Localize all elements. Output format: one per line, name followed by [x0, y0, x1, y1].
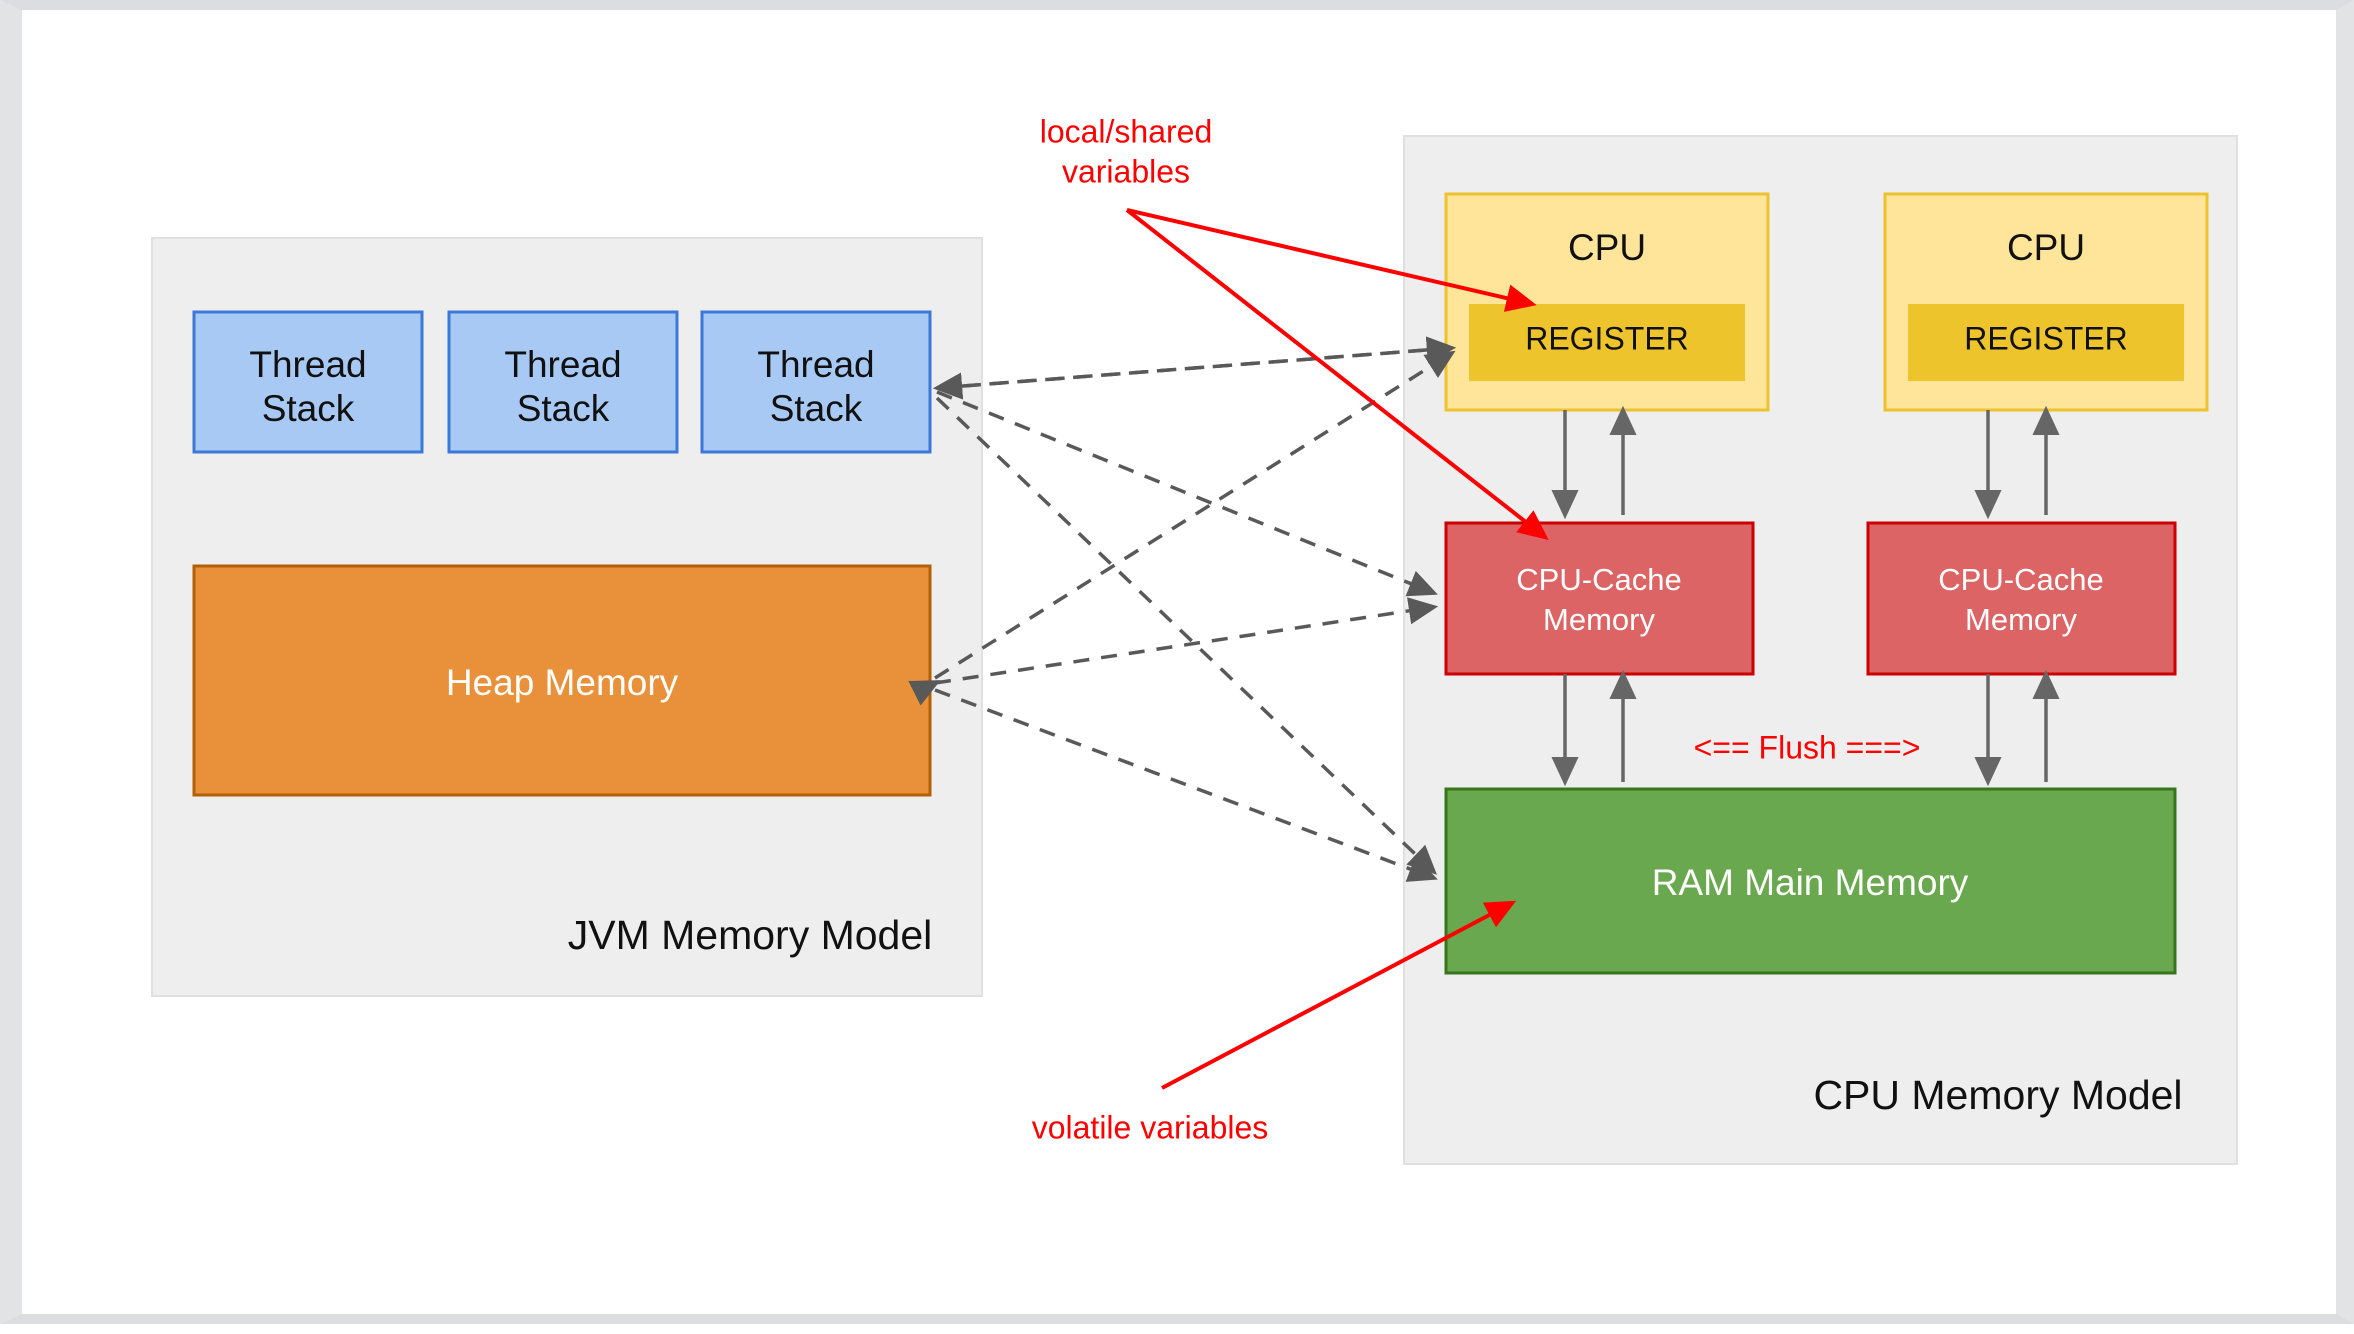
thread-stack-3-label-line1: Thread	[757, 344, 874, 385]
jvm-panel-title: JVM Memory Model	[568, 912, 933, 958]
thread-stack-1[interactable]: Thread Stack	[192, 310, 424, 454]
cpu-memory-model-panel: CPU REGISTER CPU REGISTER CPU-Cache Memo…	[1403, 135, 2238, 1165]
cpu-2-register-box[interactable]	[1908, 304, 2184, 381]
volatile-variables-label: volatile variables	[1032, 1109, 1269, 1145]
cpu-cache-2-box[interactable]	[1866, 521, 2177, 676]
cpu-2-register-label: REGISTER	[1964, 320, 2128, 356]
cpu-cache-1[interactable]: CPU-Cache Memory	[1444, 521, 1755, 676]
cpu-cache-1-box[interactable]	[1444, 521, 1755, 676]
arrow-thread-stack-to-ram	[935, 396, 1438, 875]
arrow-heap-to-register	[934, 350, 1456, 680]
arrow-local-shared-to-register	[1126, 208, 1537, 312]
arrow-local-shared-to-cache	[1125, 208, 1549, 540]
cpu-1-title: CPU	[1568, 227, 1646, 268]
ram-main-memory[interactable]: RAM Main Memory	[1444, 787, 2177, 975]
cpu-cache-1-label-line2: Memory	[1543, 602, 1655, 637]
arrow-volatile-to-ram	[1161, 900, 1517, 1090]
heap-memory-label: Heap Memory	[446, 662, 679, 703]
cpu-1-register-box[interactable]	[1469, 304, 1745, 381]
thread-stack-2-label-line2: Stack	[517, 388, 610, 429]
ram-main-memory-label: RAM Main Memory	[1652, 862, 1969, 903]
cpu2-cache-ram-arrows	[1974, 669, 2060, 787]
local-shared-variables-label-line1: local/shared	[1040, 113, 1213, 149]
cpu-2[interactable]: CPU REGISTER	[1883, 192, 2209, 412]
cpu2-register-cache-arrows	[1974, 405, 2060, 520]
thread-stack-2-box[interactable]	[447, 310, 679, 454]
cpu-cache-2[interactable]: CPU-Cache Memory	[1866, 521, 2177, 676]
local-shared-variables-label-line2: variables	[1062, 153, 1190, 189]
cpu-1[interactable]: CPU REGISTER	[1444, 192, 1770, 412]
thread-stack-1-label-line1: Thread	[249, 344, 366, 385]
jvm-memory-model-panel: Thread Stack Thread Stack Thread Stack H…	[151, 237, 983, 997]
thread-stack-1-box[interactable]	[192, 310, 424, 454]
thread-stack-3-box[interactable]	[700, 310, 932, 454]
arrow-heap-inbound-head	[908, 680, 941, 706]
heap-memory-box[interactable]	[192, 564, 932, 797]
jvm-cpu-dashed-links	[908, 336, 1457, 882]
memory-model-diagram: Thread Stack Thread Stack Thread Stack H…	[151, 113, 2238, 1165]
thread-stack-2-label-line1: Thread	[504, 344, 621, 385]
local-shared-variables-annotation: local/shared variables	[1040, 113, 1549, 540]
arrow-register-to-thread-stack	[932, 346, 1453, 400]
cpu1-register-cache-arrows	[1551, 405, 1637, 520]
thread-stack-3[interactable]: Thread Stack	[700, 310, 932, 454]
volatile-variables-annotation: volatile variables	[1032, 900, 1517, 1145]
cpu-2-title: CPU	[2007, 227, 2085, 268]
arrow-heap-to-cache	[934, 597, 1439, 685]
flush-label: <== Flush ===>	[1694, 729, 1921, 765]
cpu1-cache-ram-arrows	[1551, 669, 1637, 787]
cpu-1-register-label: REGISTER	[1525, 320, 1689, 356]
thread-stack-2[interactable]: Thread Stack	[447, 310, 679, 454]
thread-stack-3-label-line2: Stack	[770, 388, 863, 429]
ram-main-memory-box[interactable]	[1444, 787, 2177, 975]
cpu-cache-2-label-line2: Memory	[1965, 602, 2077, 637]
arrow-heap-to-ram	[934, 688, 1438, 882]
heap-memory[interactable]: Heap Memory	[192, 564, 932, 797]
cpu-cache-1-label-line1: CPU-Cache	[1516, 562, 1681, 597]
cpu-panel-title: CPU Memory Model	[1813, 1072, 2182, 1118]
arrow-thread-stack-to-cache	[936, 390, 1438, 597]
cpu-cache-2-label-line1: CPU-Cache	[1938, 562, 2103, 597]
thread-stack-1-label-line2: Stack	[262, 388, 355, 429]
